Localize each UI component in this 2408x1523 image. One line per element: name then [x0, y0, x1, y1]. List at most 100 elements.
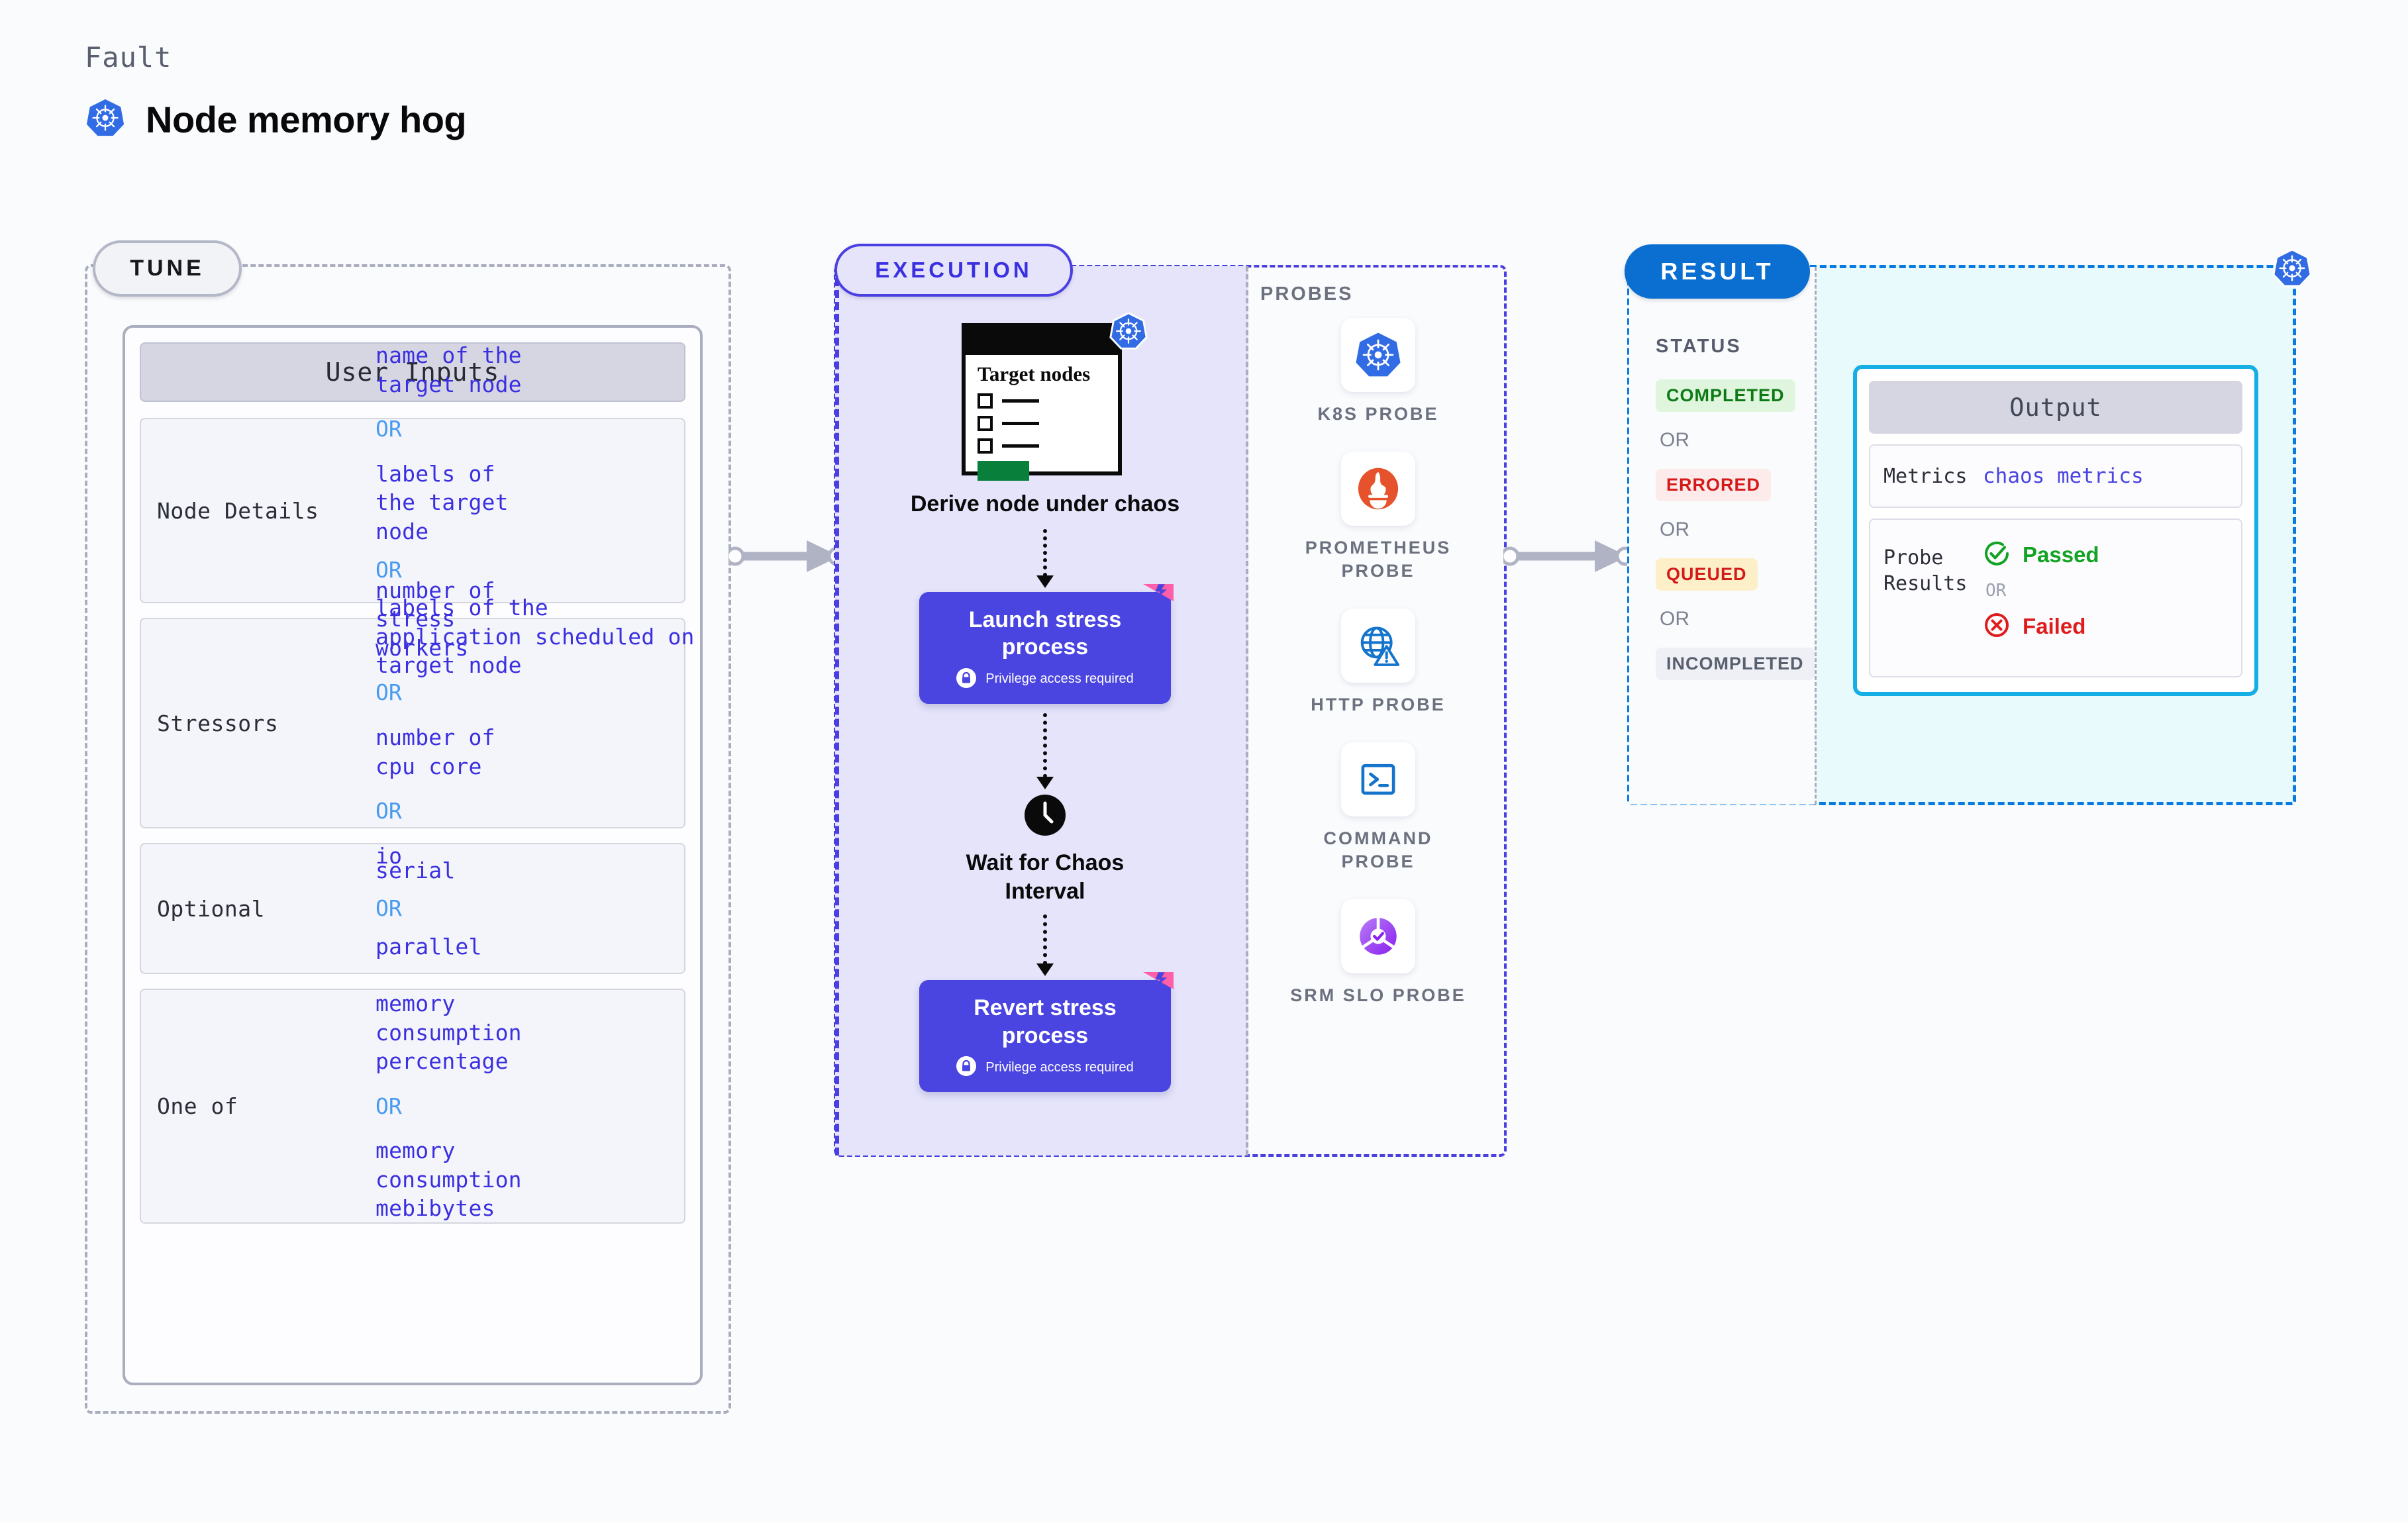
- target-nodes-card: Target nodes: [962, 312, 1148, 481]
- input-value: number of stress workers: [376, 577, 495, 661]
- step-revert-stress-process[interactable]: Revert stress process Privilege access r…: [919, 972, 1174, 1093]
- metrics-label: Metrics: [1883, 464, 1968, 488]
- execution-panel: Target nodes: [834, 265, 1507, 1157]
- probe-prometheus[interactable]: PROMETHEUS PROBE: [1285, 451, 1471, 583]
- input-group-optional: Optional serial OR parallel: [140, 843, 685, 974]
- or-separator: OR: [1660, 518, 1689, 540]
- status-badge-incompleted: INCOMPLETED: [1656, 648, 1815, 680]
- status-list: COMPLETED OR ERRORED OR QUEUED OR INCOMP…: [1656, 379, 1815, 680]
- probe-caption: K8S PROBE: [1317, 404, 1439, 424]
- input-group-node-details: Node Details name of the target node OR …: [140, 342, 694, 678]
- input-value: parallel: [376, 933, 482, 959]
- line-placeholder: [1002, 422, 1039, 426]
- probe-k8s[interactable]: K8S PROBE: [1285, 318, 1471, 426]
- probe-list: K8S PROBE PROMETHEUS PROBE: [1250, 318, 1507, 1007]
- metrics-value: chaos metrics: [1983, 464, 2144, 488]
- card-title-bar: [966, 327, 1118, 355]
- connector-tune-to-execution: [728, 540, 847, 572]
- output-card: Output Metrics chaos metrics Probe Resul…: [1853, 365, 2258, 696]
- or-separator: OR: [1985, 581, 2007, 601]
- or-separator: OR: [1660, 429, 1689, 451]
- probe-command[interactable]: COMMAND PROBE: [1285, 742, 1471, 874]
- kubernetes-icon: [85, 97, 126, 141]
- probe-http[interactable]: HTTP PROBE: [1285, 608, 1471, 717]
- or-separator: OR: [376, 416, 402, 442]
- execution-flow: Target nodes: [839, 312, 1251, 1093]
- checkbox-row: [978, 438, 1118, 454]
- step-title: Revert stress process: [974, 995, 1117, 1048]
- result-section-pill[interactable]: RESULT: [1625, 244, 1810, 299]
- input-value: io: [376, 842, 403, 869]
- check-circle-icon: [1983, 540, 2011, 570]
- kubernetes-icon: [1341, 318, 1415, 392]
- privilege-note: Privilege access required: [932, 1056, 1158, 1079]
- checkbox-icon: [978, 438, 993, 454]
- step-launch-stress-process[interactable]: Launch stress process Privilege access r…: [919, 583, 1174, 704]
- checkbox-row: [978, 393, 1118, 409]
- or-separator: OR: [376, 895, 402, 922]
- input-group-values: name of the target node OR labels of the…: [376, 341, 707, 679]
- fault-kicker: Fault: [85, 41, 172, 74]
- status-badge-completed: COMPLETED: [1656, 379, 1795, 412]
- output-probe-results-row: Probe Results Passed OR: [1869, 518, 2242, 677]
- tune-section-pill[interactable]: TUNE: [93, 240, 242, 297]
- flow-arrow: [1036, 712, 1054, 789]
- privilege-note: Privilege access required: [932, 667, 1158, 691]
- execution-section-pill[interactable]: EXECUTION: [834, 244, 1073, 297]
- fault-title-row: Node memory hog: [85, 97, 467, 141]
- ribbon-icon: [1142, 583, 1175, 618]
- or-separator: OR: [376, 679, 402, 706]
- lock-icon: [956, 667, 977, 691]
- or-separator: OR: [376, 798, 402, 824]
- checkbox-icon: [978, 416, 993, 432]
- execution-flow-column: Target nodes: [835, 266, 1248, 1155]
- probe-result-failed: Failed: [1983, 611, 2099, 642]
- checkbox-row: [978, 416, 1118, 432]
- probe-results-values: Passed OR Failed: [1983, 540, 2099, 642]
- x-circle-icon: [1983, 611, 2011, 642]
- privilege-text: Privilege access required: [985, 1059, 1134, 1075]
- step-title: Launch stress process: [968, 607, 1122, 660]
- input-group-one-of: One of memory consumption percentage OR …: [140, 989, 685, 1224]
- probe-srm-slo[interactable]: SRM SLO PROBE: [1285, 899, 1471, 1008]
- privilege-text: Privilege access required: [985, 671, 1134, 687]
- metrics-values: chaos metrics: [1983, 464, 2144, 488]
- step-caption-derive: Derive node under chaos: [910, 491, 1180, 516]
- flow-arrow: [1036, 528, 1054, 588]
- user-inputs-title: User Inputs: [140, 342, 685, 402]
- status-badge-queued: QUEUED: [1656, 558, 1758, 591]
- tune-panel: User Inputs Node Details name of the tar…: [85, 264, 731, 1414]
- output-metrics-row: Metrics chaos metrics: [1869, 444, 2242, 508]
- target-nodes-title: Target nodes: [978, 362, 1091, 385]
- globe-warning-icon: [1341, 608, 1415, 683]
- page-header: Fault Node memory hog: [85, 41, 467, 141]
- page-title: Node memory hog: [146, 98, 467, 140]
- input-value: memory consumption mebibytes: [376, 1138, 522, 1222]
- probe-result-passed: Passed: [1983, 540, 2099, 570]
- lock-icon: [956, 1056, 977, 1079]
- kubernetes-icon: [2272, 248, 2313, 291]
- probe-results-label: Probe Results: [1883, 546, 1968, 595]
- or-separator: OR: [376, 1093, 402, 1119]
- result-status-column: STATUS COMPLETED OR ERRORED OR QUEUED OR…: [1629, 267, 1817, 805]
- input-group-label: Node Details: [157, 497, 319, 524]
- or-separator: OR: [1660, 608, 1689, 630]
- input-group-label: One of: [157, 1093, 238, 1119]
- step-caption-wait: Wait for Chaos Interval: [966, 850, 1125, 904]
- passed-text: Passed: [2023, 542, 2099, 567]
- flow-arrow: [1036, 914, 1054, 977]
- input-value: memory consumption percentage: [376, 991, 522, 1075]
- failed-text: Failed: [2023, 614, 2086, 638]
- user-inputs-card: User Inputs Node Details name of the tar…: [123, 325, 703, 1385]
- clock-icon: [1025, 794, 1066, 836]
- input-group-label: Stressors: [157, 710, 279, 736]
- input-value: number of cpu core: [376, 724, 495, 779]
- input-value: labels of the target node: [376, 460, 509, 544]
- result-panel: STATUS COMPLETED OR ERRORED OR QUEUED OR…: [1627, 248, 2312, 805]
- ribbon-icon: [1142, 971, 1175, 1007]
- line-placeholder: [1002, 444, 1039, 448]
- probes-label: PROBES: [1260, 283, 1354, 305]
- status-badge-errored: ERRORED: [1656, 469, 1772, 501]
- green-bar: [978, 461, 1029, 481]
- probe-caption: COMMAND PROBE: [1323, 828, 1433, 872]
